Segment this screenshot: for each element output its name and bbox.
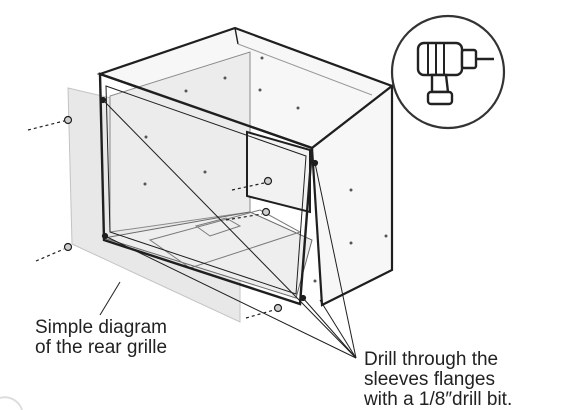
sleeve-side [310,83,394,307]
drill-callout: Drill through the sleeves flanges with a… [364,350,512,410]
sleeve-floor [103,211,313,299]
grille-callout: Simple diagram of the rear grille [35,318,167,358]
drill-callout-line-1: Drill through the [364,349,499,370]
sleeve-front-frame [98,72,314,306]
drill-callout-line-2: sleeves flanges [364,369,495,390]
grille-callout-line-2: of the rear grille [35,337,168,358]
grille-leader-line [99,281,121,316]
drill-leader-lines [102,99,357,359]
grille-callout-line-1: Simple diagram [35,317,167,338]
drill-callout-line-3: with a 1/8″drill bit. [364,389,513,410]
drill-icon [390,14,506,130]
